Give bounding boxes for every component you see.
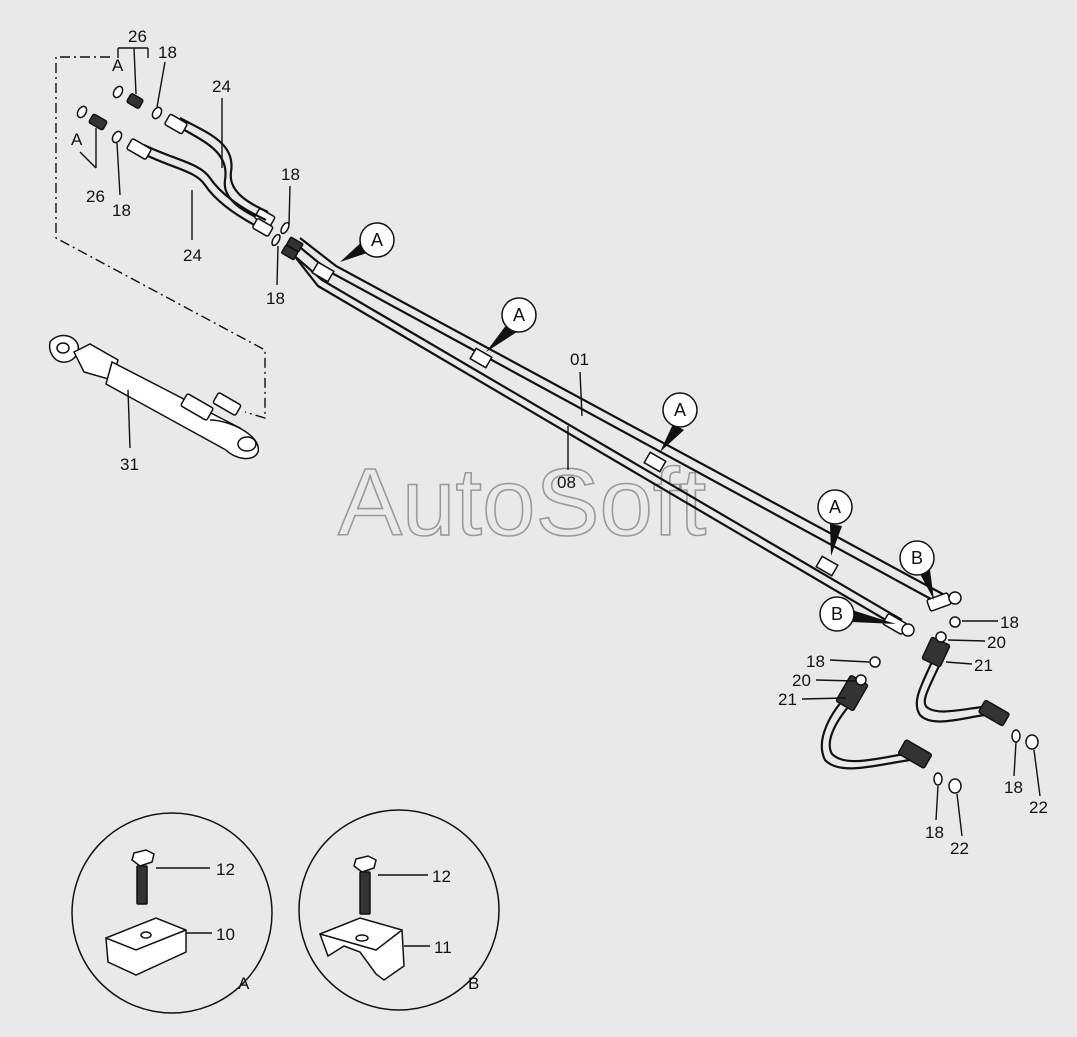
fitting-26-upper <box>126 47 144 109</box>
label-18: 18 <box>925 823 944 842</box>
o-ring <box>949 616 961 628</box>
label-26: 26 <box>86 187 105 206</box>
label-a: A <box>112 56 124 75</box>
label-a: A <box>71 130 83 149</box>
clamp-a3 <box>643 451 667 473</box>
pipes-01-08 <box>281 236 962 637</box>
svg-text:B: B <box>831 604 843 624</box>
label-21: 21 <box>974 656 993 675</box>
callout-b2: B <box>819 596 896 632</box>
callout-a2: A <box>486 297 537 352</box>
label-26: 26 <box>128 27 147 46</box>
cylinder-31 <box>48 334 259 460</box>
label-22: 22 <box>1029 798 1048 817</box>
detail-b-label: B <box>468 974 479 993</box>
label-18: 18 <box>158 43 177 62</box>
o-ring <box>151 106 163 120</box>
washer <box>948 778 962 794</box>
callout-a1: A <box>340 222 395 262</box>
svg-text:A: A <box>513 305 525 325</box>
label-31: 31 <box>120 455 139 474</box>
o-ring <box>280 221 290 235</box>
hose-24-lower <box>126 138 274 240</box>
label-18: 18 <box>1004 778 1023 797</box>
elbow-fitting-lower <box>882 613 915 637</box>
svg-text:A: A <box>829 497 841 517</box>
label-10: 10 <box>216 925 235 944</box>
label-18: 18 <box>112 201 131 220</box>
pipe-end-fitting <box>281 244 299 261</box>
clamp-a4 <box>815 555 839 577</box>
label-18: 18 <box>1000 613 1019 632</box>
svg-text:A: A <box>371 230 383 250</box>
label-22: 22 <box>950 839 969 858</box>
label-24: 24 <box>212 77 231 96</box>
label-01: 01 <box>570 350 589 369</box>
o-ring <box>76 105 88 119</box>
hose-24-upper <box>164 98 276 227</box>
label-08: 08 <box>557 473 576 492</box>
o-ring <box>869 656 881 668</box>
detail-b <box>298 809 500 1011</box>
svg-text:B: B <box>911 548 923 568</box>
detail-a-label: A <box>238 974 250 993</box>
part-labels: 26 18 24 A A 26 18 24 18 18 31 01 08 18 … <box>71 27 1048 993</box>
label-20: 20 <box>987 633 1006 652</box>
o-ring <box>111 130 123 144</box>
label-18: 18 <box>266 289 285 308</box>
label-12: 12 <box>216 860 235 879</box>
washer <box>1025 734 1039 750</box>
elbow-fitting-upper <box>926 591 962 612</box>
label-20: 20 <box>792 671 811 690</box>
hose-21-left <box>820 674 933 770</box>
label-24: 24 <box>183 246 202 265</box>
callout-a3: A <box>660 392 698 452</box>
watermark: AutoSoft <box>338 449 706 556</box>
group-bracket-line <box>55 56 266 419</box>
hose-21-right <box>915 631 1010 727</box>
svg-text:A: A <box>674 400 686 420</box>
o-ring <box>933 772 943 786</box>
label-12: 12 <box>432 867 451 886</box>
label-21: 21 <box>778 690 797 709</box>
label-18: 18 <box>806 652 825 671</box>
o-ring <box>1011 729 1021 743</box>
clamp-a1 <box>311 261 335 283</box>
clamp-a2 <box>469 347 493 369</box>
detail-a <box>71 812 273 1014</box>
o-ring <box>271 233 281 247</box>
callout-b1: B <box>899 540 935 600</box>
fitting-26-lower <box>79 113 108 169</box>
label-11: 11 <box>434 938 452 957</box>
label-18: 18 <box>281 165 300 184</box>
callout-a4: A <box>817 489 853 556</box>
hose-group-upper-left <box>55 47 291 419</box>
o-ring <box>112 85 124 99</box>
